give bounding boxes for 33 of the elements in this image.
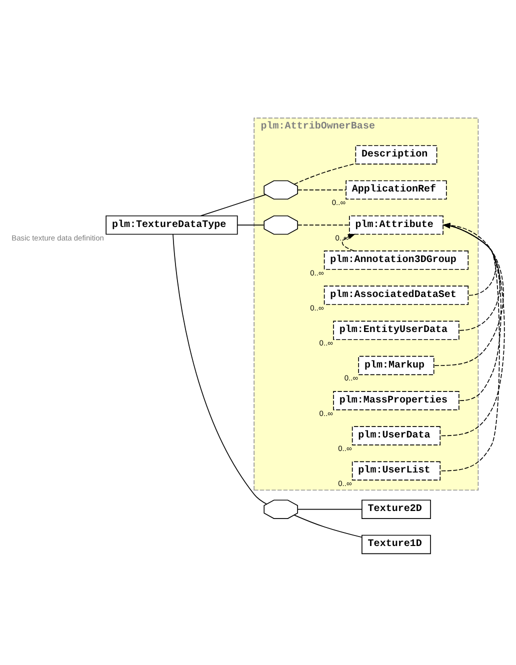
connector bbox=[294, 163, 356, 185]
node-label: 0..∞ bbox=[338, 444, 352, 453]
connector bbox=[237, 224, 264, 226]
node-octagon bbox=[264, 215, 298, 235]
node-label: 0..∞ bbox=[338, 479, 352, 488]
node-box: Description bbox=[355, 145, 438, 164]
node-label: 0..∞ bbox=[319, 338, 334, 348]
node-label: 0..∞ bbox=[344, 374, 358, 383]
node-box: ApplicationRef bbox=[346, 180, 447, 200]
node-box: plm:AssociatedDataSet bbox=[324, 286, 469, 305]
node-octagon bbox=[264, 180, 298, 200]
node-box: plm:UserData bbox=[352, 426, 441, 446]
node-octagon bbox=[264, 500, 298, 519]
node-label: 0..∞ bbox=[335, 233, 349, 242]
node-box: Texture1D bbox=[362, 534, 431, 554]
node-label: 0..∞ bbox=[310, 304, 324, 313]
node-box: plm:MassProperties bbox=[333, 391, 460, 410]
node-label: 0..∞ bbox=[319, 408, 334, 418]
node-box: plm:TextureDataType bbox=[106, 215, 238, 235]
node-box: plm:Annotation3DGroup bbox=[324, 250, 469, 270]
node-box: plm:Attribute bbox=[349, 215, 444, 235]
node-box: Texture2D bbox=[362, 500, 431, 519]
connector bbox=[172, 234, 268, 504]
node-label: Basic texture data definition bbox=[12, 233, 104, 242]
node-box: plm:Markup bbox=[358, 356, 434, 376]
connector bbox=[294, 514, 362, 538]
connector bbox=[297, 508, 362, 510]
node-box: plm:UserList bbox=[352, 461, 441, 480]
arrow bbox=[342, 234, 356, 252]
node-box: plm:EntityUserData bbox=[333, 320, 460, 340]
connector bbox=[297, 224, 350, 226]
node-label: 0..∞ bbox=[332, 198, 346, 208]
node-label: 0..∞ bbox=[310, 268, 324, 278]
